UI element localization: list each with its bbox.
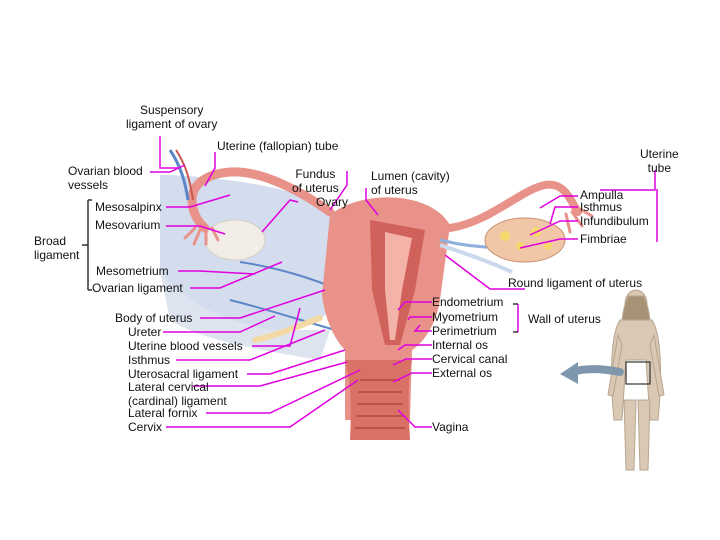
- label-perimetrium: Perimetrium: [432, 325, 497, 339]
- label-vagina: Vagina: [432, 421, 468, 435]
- label-round-ligament-of-uterus: Round ligament of uterus: [508, 277, 642, 291]
- label-mesosalpinx: Mesosalpinx: [95, 201, 162, 215]
- label-ovarian-ligament: Ovarian ligament: [92, 282, 183, 296]
- label-suspensory-ligament-of-ovary: Suspensory ligament of ovary: [126, 104, 217, 131]
- label-internal-os: Internal os: [432, 339, 488, 353]
- label-infundibulum: Infundibulum: [580, 215, 649, 229]
- label-broad-ligament: Broad ligament: [34, 235, 79, 262]
- label-fundus-of-uterus: Fundus of uterus: [292, 168, 339, 195]
- label-wall-of-uterus: Wall of uterus: [528, 313, 601, 327]
- label-lateral-fornix: Lateral fornix: [128, 407, 197, 421]
- label-uterine-tube: Uterine tube: [640, 148, 679, 175]
- label-external-os: External os: [432, 367, 492, 381]
- label-ovarian-blood-vessels: Ovarian blood vessels: [68, 165, 143, 192]
- label-ovary: Ovary: [316, 196, 348, 210]
- label-uterine-blood-vessels: Uterine blood vessels: [128, 340, 243, 354]
- label-isthmus-uterus: Isthmus: [128, 354, 170, 368]
- label-fimbriae: Fimbriae: [580, 233, 627, 247]
- label-myometrium: Myometrium: [432, 311, 498, 325]
- label-uterine-fallopian-tube: Uterine (fallopian) tube: [217, 140, 338, 154]
- label-cervix: Cervix: [128, 421, 162, 435]
- label-endometrium: Endometrium: [432, 296, 503, 310]
- label-mesovarium: Mesovarium: [95, 219, 160, 233]
- label-mesometrium: Mesometrium: [96, 265, 169, 279]
- label-lateral-cervical-ligament: Lateral cervical (cardinal) ligament: [128, 381, 227, 408]
- label-body-of-uterus: Body of uterus: [115, 312, 192, 326]
- label-ureter: Ureter: [128, 326, 161, 340]
- label-isthmus-tube: Isthmus: [580, 201, 622, 215]
- label-cervical-canal: Cervical canal: [432, 353, 507, 367]
- label-lumen-of-uterus: Lumen (cavity) of uterus: [371, 170, 450, 197]
